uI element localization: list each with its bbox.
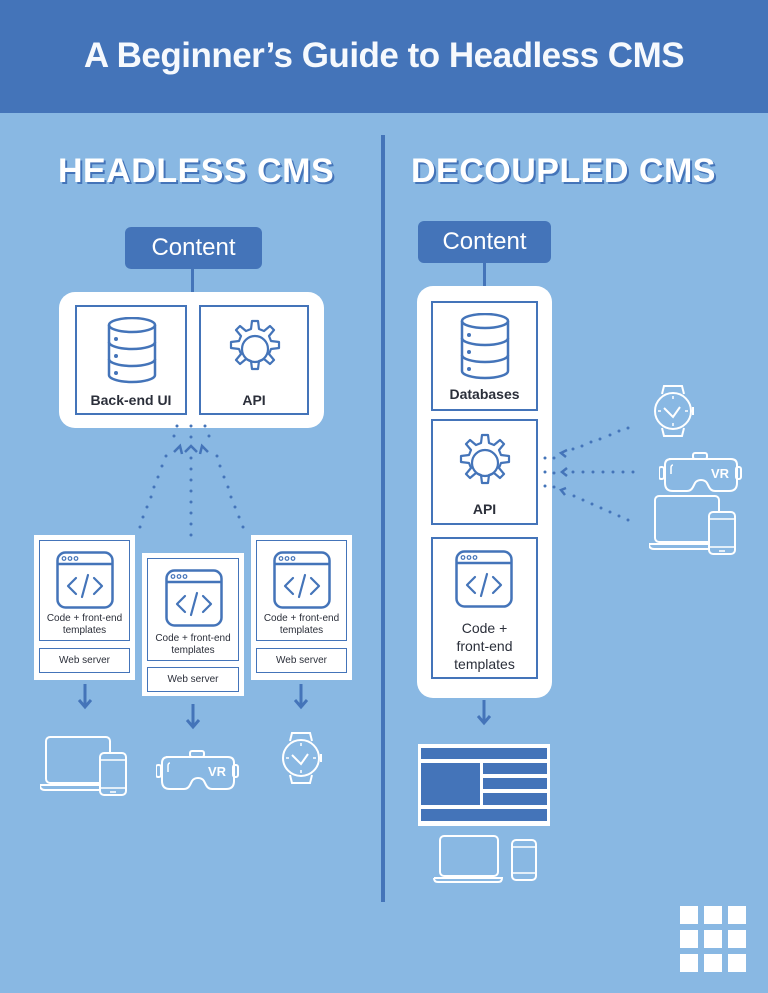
decoupled-code-label: Code + front-end templates (454, 620, 515, 672)
website-layout-icon (418, 744, 550, 826)
web-server-label: Web server (167, 674, 219, 685)
down-arrow-icon (477, 700, 491, 725)
page-header: A Beginner’s Guide to Headless CMS (0, 0, 768, 113)
headless-connector (191, 269, 194, 302)
headless-card-1: Code + front-end templates Web server (34, 535, 135, 680)
gear-icon (459, 433, 511, 485)
headless-api-label: API (242, 392, 266, 408)
decoupled-api-box: API (431, 419, 538, 525)
decoupled-api-label: API (472, 501, 497, 517)
code-templates-label: Code + front-end templates (46, 613, 123, 636)
databases-label: Databases (449, 386, 520, 402)
headless-title: HEADLESS CMS (58, 152, 335, 190)
decoupled-content-pill: Content (418, 221, 551, 263)
down-arrow-icon (294, 684, 308, 709)
code-templates-label: Code + front-end templates (263, 613, 340, 636)
headless-card-3: Code + front-end templates Web server (251, 535, 352, 680)
down-arrow-icon (78, 684, 92, 709)
decoupled-connector (483, 263, 486, 293)
smartwatch-icon (282, 732, 322, 784)
headless-card-2: Code + front-end templates Web server (142, 553, 244, 696)
decoupled-stack: Databases API Code + front-end templates (417, 286, 552, 698)
smartwatch-icon (654, 385, 694, 437)
device-connectors (543, 426, 635, 522)
page-title: A Beginner’s Guide to Headless CMS (83, 36, 685, 75)
code-icon (56, 551, 114, 609)
dotted-connectors (138, 424, 245, 537)
code-icon (165, 569, 223, 627)
code-templates-label: Code + front-end templates (155, 633, 231, 656)
decoupled-title: DECOUPLED CMS (411, 152, 716, 190)
databases-box: Databases (431, 301, 538, 411)
gear-icon (229, 319, 281, 371)
code-icon (273, 551, 331, 609)
decoupled-code-box: Code + front-end templates (431, 537, 538, 679)
laptop-phone-icon (649, 495, 736, 555)
laptop-phone-icon (40, 736, 127, 796)
backend-ui-box: Back-end UI (75, 305, 187, 415)
section-divider (381, 135, 385, 902)
code-icon (455, 550, 513, 608)
vr-headset-icon (659, 452, 742, 492)
headless-content-pill: Content (125, 227, 262, 269)
brand-logo (680, 906, 746, 972)
down-arrow-icon (186, 704, 200, 729)
laptop-phone-icon (433, 835, 537, 883)
database-icon (460, 313, 510, 380)
headless-backend-group: Back-end UI API (59, 292, 324, 428)
vr-headset-icon (156, 750, 239, 790)
backend-ui-label: Back-end UI (90, 392, 172, 408)
headless-api-box: API (199, 305, 309, 415)
web-server-label: Web server (276, 655, 327, 666)
web-server-label: Web server (59, 655, 110, 666)
